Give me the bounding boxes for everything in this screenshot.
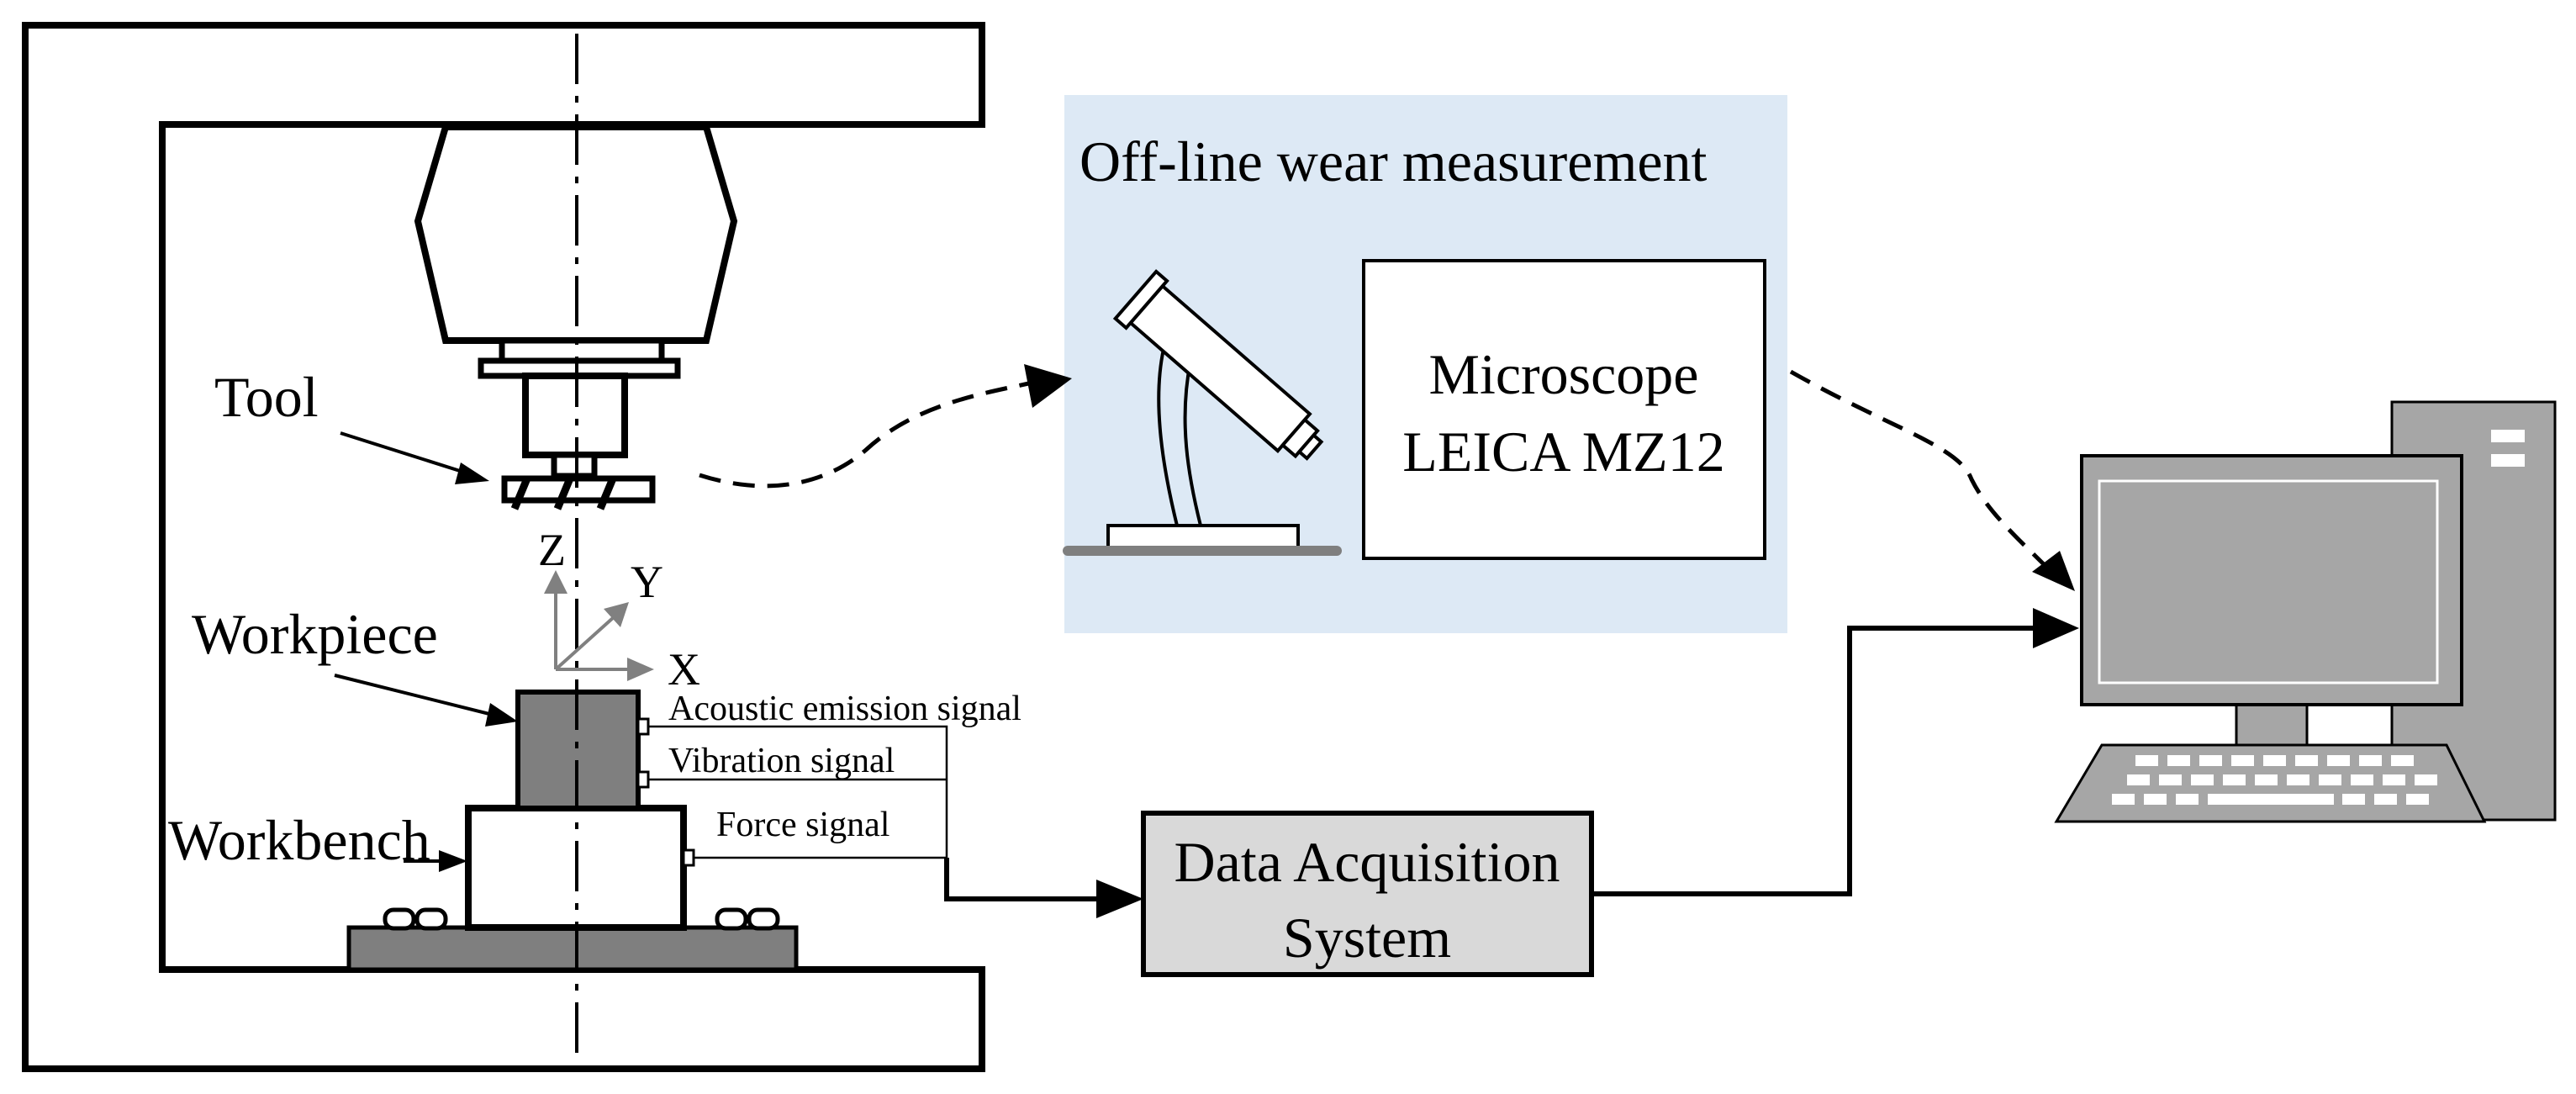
- microscope-info-box: Microscope LEICA MZ12: [1362, 259, 1766, 560]
- microscope-model-label: LEICA MZ12: [1402, 420, 1724, 484]
- vibration-sensor: [636, 770, 650, 789]
- offline-measurement-title: Off-line wear measurement: [1079, 129, 1708, 193]
- daq-to-computer-connector: [1592, 608, 2079, 896]
- microscope-icon: [1063, 269, 1342, 556]
- force-sensor: [682, 848, 695, 867]
- daq-label-line2: System: [1283, 906, 1451, 970]
- microscope-label: Microscope: [1428, 342, 1698, 406]
- sensor-wires: [636, 717, 1143, 918]
- coordinate-axes: Z Y X: [538, 525, 700, 695]
- dashed-flow-arrows: [699, 364, 2075, 591]
- workpiece-label: Workpiece: [192, 602, 438, 666]
- monitor-stand: [2235, 703, 2309, 747]
- axis-label-x: X: [668, 644, 700, 695]
- acoustic-emission-signal-label: Acoustic emission signal: [668, 690, 1021, 728]
- workbench-label: Workbench: [168, 808, 430, 872]
- workpiece-pointer-arrow: [334, 674, 504, 719]
- monitor: [2080, 454, 2463, 706]
- axis-label-y: Y: [631, 557, 663, 607]
- computer-icon: [2054, 400, 2557, 823]
- tool-label: Tool: [214, 365, 319, 429]
- tool-pointer-arrow: [340, 431, 477, 478]
- axis-label-z: Z: [538, 525, 566, 575]
- monitor-screen: [2098, 479, 2439, 684]
- force-signal-label: Force signal: [716, 806, 889, 844]
- machine-frame: [22, 22, 985, 1072]
- acoustic-emission-sensor: [636, 717, 650, 736]
- vibration-signal-label: Vibration signal: [668, 742, 895, 780]
- daq-label-line1: Data Acquisition: [1175, 830, 1560, 894]
- data-acquisition-box: Data Acquisition System: [1141, 811, 1594, 977]
